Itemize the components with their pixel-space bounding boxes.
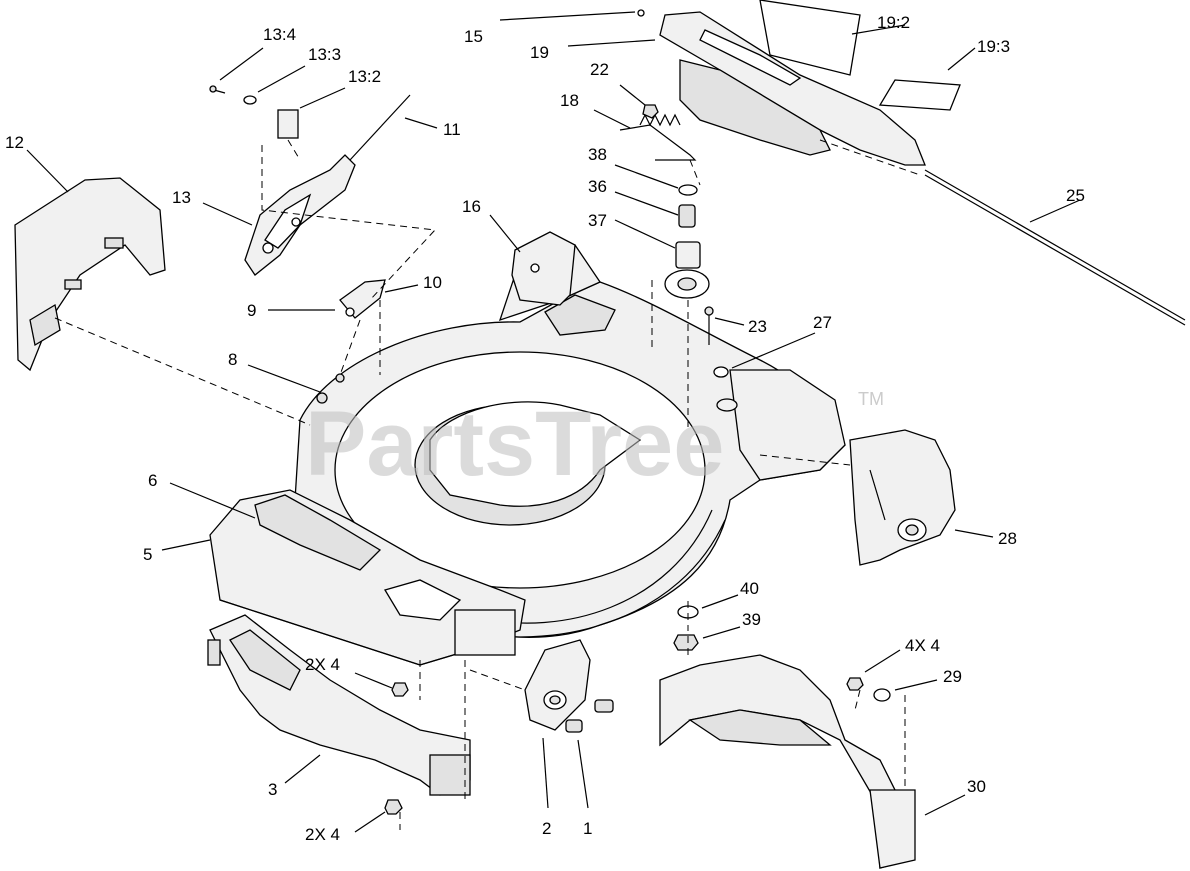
side-shield-12: [14, 177, 166, 372]
callout-19-2: 19:2: [877, 13, 910, 32]
watermark-tm: TM: [858, 389, 884, 409]
screw-set-13: [209, 85, 299, 139]
callout-39: 39: [742, 610, 761, 629]
callout-13: 13: [172, 188, 191, 207]
pivot-27: [713, 366, 738, 412]
callout-29: 29: [943, 667, 962, 686]
nut-washer-29: [846, 677, 891, 702]
bolt-23: [704, 306, 714, 345]
callout-15: 15: [464, 27, 483, 46]
bolt-1: [565, 699, 614, 733]
rod-11: [349, 94, 411, 161]
callout-11: 11: [443, 120, 461, 139]
rear-bracket-3: [207, 614, 471, 796]
callout-30: 30: [967, 777, 986, 796]
spring-18: [619, 113, 697, 161]
watermark-text: PartsTree: [305, 393, 724, 495]
callout-37: 37: [588, 211, 607, 230]
nut-39: [673, 634, 699, 651]
callout-16: 16: [462, 197, 481, 216]
nut-2x4-lower: [384, 799, 403, 815]
nut-8: [316, 373, 345, 404]
handle-bracket-13: [244, 154, 356, 276]
callout-2x4-upper: 2X 4: [305, 655, 340, 674]
callout-8: 8: [228, 350, 237, 369]
callout-10: 10: [423, 273, 442, 292]
callout-19-3: 19:3: [977, 37, 1010, 56]
height-adjuster-stack: [664, 184, 710, 299]
rear-chute-30: [659, 654, 916, 869]
leader-lines: [26, 11, 1081, 833]
callout-labels: 12 13 13:4 13:3 13:2 11 9 10 8 6 5 3 2X …: [5, 13, 1085, 844]
callout-9: 9: [247, 301, 256, 320]
assembly-lines: [54, 139, 921, 830]
callout-22: 22: [590, 60, 609, 79]
axle-bracket-28: [849, 429, 956, 566]
callout-1: 1: [583, 819, 592, 838]
callout-13-3: 13:3: [308, 45, 341, 64]
callout-5: 5: [143, 545, 152, 564]
watermark: PartsTree TM: [305, 389, 884, 495]
callout-19: 19: [530, 43, 549, 62]
callout-12: 12: [5, 133, 24, 152]
callout-13-2: 13:2: [348, 67, 381, 86]
side-plate-2: [524, 639, 591, 731]
bracket-16: [511, 231, 576, 306]
callout-28: 28: [998, 529, 1017, 548]
nut-2x4-upper: [391, 682, 409, 697]
rod-25: [924, 169, 1186, 326]
decal-19-3: [878, 79, 961, 111]
callout-38: 38: [588, 145, 607, 164]
callout-2x4-lower: 2X 4: [305, 825, 340, 844]
top-cover-19: [637, 9, 926, 166]
callout-25: 25: [1066, 186, 1085, 205]
callout-4x4: 4X 4: [905, 636, 940, 655]
callout-13-4: 13:4: [263, 25, 296, 44]
nut-22: [642, 104, 659, 119]
callout-3: 3: [268, 780, 277, 799]
decal-19-2: [759, 0, 861, 76]
callout-2: 2: [542, 819, 551, 838]
callout-18: 18: [560, 91, 579, 110]
callout-6: 6: [148, 471, 157, 490]
front-panel: [209, 489, 526, 666]
callout-23: 23: [748, 317, 767, 336]
callout-27: 27: [813, 313, 832, 332]
callout-36: 36: [588, 177, 607, 196]
callout-40: 40: [740, 579, 759, 598]
clip-9-10: [339, 279, 386, 319]
